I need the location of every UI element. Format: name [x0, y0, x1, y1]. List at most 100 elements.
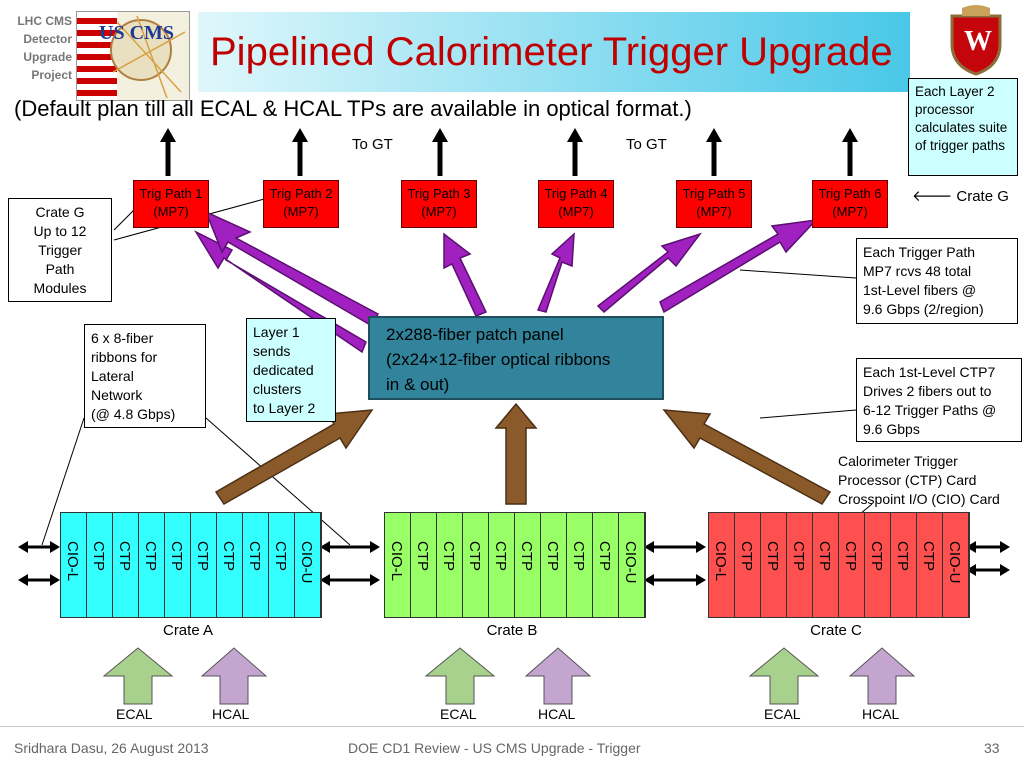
output-arrows: [160, 128, 858, 176]
leader-lines: [41, 197, 873, 546]
crate-label: Crate A: [162, 622, 214, 639]
card-label: CTP: [466, 541, 483, 571]
crate-c: CIO-L CTP CTP CTP CTP CTP CTP CTP CTP CIO-U: [708, 512, 970, 618]
ctp-card: CTP: [269, 513, 295, 617]
hcal-label: HCAL: [862, 706, 900, 722]
card-label: CTP: [894, 541, 911, 571]
footer-author: Sridhara Dasu, 26 August 2013: [14, 740, 209, 756]
trig-path-4: Trig Path 4(MP7): [538, 180, 614, 228]
ctp-card: CTP: [839, 513, 865, 617]
card-label: CTP: [920, 541, 937, 571]
card-label: CTP: [518, 541, 535, 571]
footer-divider: [0, 726, 1024, 727]
ecal-label: ECAL: [764, 706, 801, 722]
ctp-card: CTP: [515, 513, 541, 617]
card-label: CTP: [90, 541, 107, 571]
crest-letter: W: [964, 26, 992, 57]
card-label: CTP: [842, 541, 859, 571]
card-label: CIO-U: [946, 541, 963, 584]
ctp-card: CTP: [735, 513, 761, 617]
card-label: CIO-L: [712, 541, 729, 582]
card-label: CIO-U: [622, 541, 639, 584]
cio-card: CIO-U: [943, 513, 969, 617]
card-label: CIO-L: [64, 541, 81, 582]
cio-card: CIO-U: [619, 513, 645, 617]
logo-text: US CMS: [99, 22, 175, 44]
crate-g-note: Crate G Up to 12 Trigger Path Modules: [8, 198, 112, 302]
ctp-card: CTP: [891, 513, 917, 617]
ctp-card: CTP: [139, 513, 165, 617]
card-label: CIO-L: [388, 541, 405, 582]
ctp-card: CTP: [541, 513, 567, 617]
to-gt-label: To GT: [352, 136, 393, 153]
us-cms-logo: US CMS: [76, 11, 190, 101]
cio-card: CIO-L: [385, 513, 411, 617]
card-label: CTP: [116, 541, 133, 571]
ctp-card: CTP: [593, 513, 619, 617]
crate-g-arrow-label: 🡐 Crate G: [912, 188, 1009, 205]
ctp-card: CTP: [761, 513, 787, 617]
flag-icon: [77, 12, 186, 100]
ctp-card: CTP: [191, 513, 217, 617]
ctp-card: CTP: [865, 513, 891, 617]
card-label: CTP: [764, 541, 781, 571]
fiber-ribbons-note: 6 x 8-fiber ribbons for Lateral Network …: [84, 324, 206, 428]
card-legend: Calorimeter Trigger Processor (CTP) Card…: [838, 453, 1000, 507]
ctp-card: CTP: [567, 513, 593, 617]
brown-arrows: [214, 402, 832, 505]
ctp-card: CTP: [463, 513, 489, 617]
card-label: CTP: [570, 541, 587, 571]
layer2-note: Each Layer 2 processor calculates suite …: [908, 78, 1018, 176]
card-label: CTP: [220, 541, 237, 571]
card-label: CTP: [414, 541, 431, 571]
project-label: LHC CMS Detector Upgrade Project: [17, 14, 72, 82]
page-title: Pipelined Calorimeter Trigger Upgrade: [210, 30, 893, 74]
trig-path-6: Trig Path 6(MP7): [812, 180, 888, 228]
card-label: CTP: [544, 541, 561, 571]
card-label: CTP: [194, 541, 211, 571]
trig-path-3: Trig Path 3(MP7): [401, 180, 477, 228]
cio-card: CIO-L: [709, 513, 735, 617]
crest-icon: [950, 5, 1002, 76]
trigger-path-note: Each Trigger Path MP7 rcvs 48 total 1st-…: [856, 238, 1018, 324]
university-crest: W: [944, 4, 1008, 76]
card-label: CTP: [142, 541, 159, 571]
card-label: CTP: [790, 541, 807, 571]
ctp7-note: Each 1st-Level CTP7 Drives 2 fibers out …: [856, 358, 1022, 442]
trig-path-1: Trig Path 1(MP7): [133, 180, 209, 228]
ctp-card: CTP: [813, 513, 839, 617]
crate-label: Crate C: [810, 622, 862, 639]
page-number: 33: [984, 740, 1000, 756]
ctp-card: CTP: [87, 513, 113, 617]
cio-card: CIO-L: [61, 513, 87, 617]
ctp-card: CTP: [437, 513, 463, 617]
hcal-label: HCAL: [538, 706, 576, 722]
ecal-label: ECAL: [116, 706, 153, 722]
ctp-card: CTP: [165, 513, 191, 617]
ctp-card: CTP: [917, 513, 943, 617]
trig-path-5: Trig Path 5(MP7): [676, 180, 752, 228]
card-label: CTP: [868, 541, 885, 571]
card-label: CTP: [440, 541, 457, 571]
cio-card: CIO-U: [295, 513, 321, 617]
subtitle: (Default plan till all ECAL & HCAL TPs a…: [14, 96, 692, 121]
card-label: CTP: [272, 541, 289, 571]
ctp-card: CTP: [243, 513, 269, 617]
title-bar: [198, 12, 910, 92]
to-gt-label: To GT: [626, 136, 667, 153]
hcal-label: HCAL: [212, 706, 250, 722]
crate-label: Crate B: [486, 622, 538, 639]
patch-panel: 2x288-fiber patch panel (2x24×12-fiber o…: [368, 316, 664, 400]
card-label: CTP: [492, 541, 509, 571]
ctp-card: CTP: [787, 513, 813, 617]
card-label: CTP: [738, 541, 755, 571]
ctp-card: CTP: [489, 513, 515, 617]
trig-path-2: Trig Path 2(MP7): [263, 180, 339, 228]
ctp-card: CTP: [217, 513, 243, 617]
card-label: CTP: [816, 541, 833, 571]
card-label: CIO-U: [298, 541, 315, 584]
ecal-label: ECAL: [440, 706, 477, 722]
card-label: CTP: [168, 541, 185, 571]
